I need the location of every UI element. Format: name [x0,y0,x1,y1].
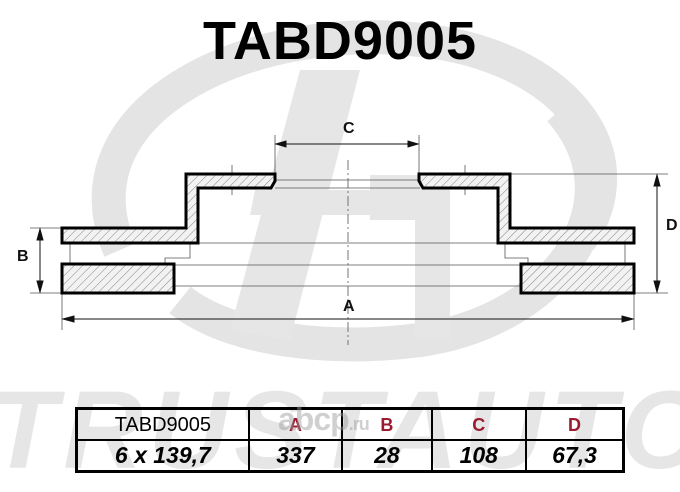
header-part-number: TABD9005 [75,407,250,441]
spec-table: TABD9005 A B C D 6 x 139,7 337 28 108 67… [75,407,625,473]
part-title: TABD9005 [202,11,478,71]
header-c: C [430,407,527,441]
spec-table-header-row: TABD9005 A B C D [75,407,625,441]
watermark-site: abcp.ru [278,401,370,437]
value-b: 28 [341,439,433,473]
watermark-logo [91,20,617,362]
header-d: D [524,407,625,441]
value-a: 337 [247,439,344,473]
dimension-label-a: A [343,298,355,315]
value-c: 108 [430,439,527,473]
header-a: A [247,407,344,441]
dimension-label-c: C [343,120,355,137]
value-bolt-pattern: 6 x 139,7 [75,439,250,473]
dimension-label-d: D [666,217,678,234]
dimension-label-b: B [17,248,29,265]
value-d: 67,3 [524,439,625,473]
brake-disc-section-drawing [30,135,668,345]
spec-table-value-row: 6 x 139,7 337 28 108 67,3 [75,439,625,473]
